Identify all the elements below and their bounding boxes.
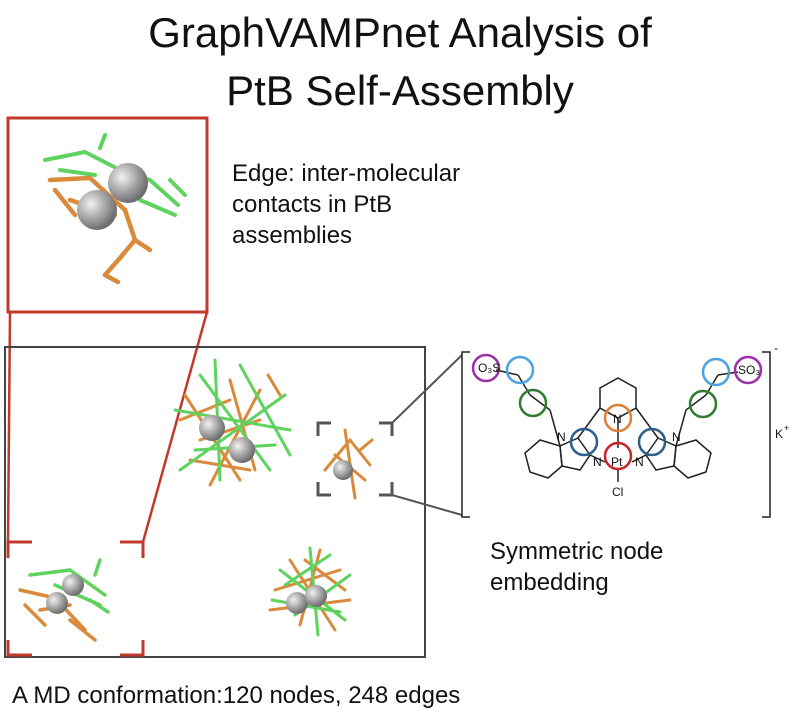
selection-brackets-gray	[318, 423, 392, 495]
aggregate-top-center	[175, 360, 290, 485]
charge-minus: -	[774, 341, 778, 355]
selection-brackets-red	[8, 542, 143, 655]
structure-connector-lines	[392, 355, 462, 515]
sulfonate-right-label: SO₃	[738, 363, 760, 377]
counterion-k: K	[775, 427, 783, 441]
aggregate-small-right	[325, 430, 372, 498]
aggregate-bottom-right	[270, 548, 350, 635]
counterion-charge: +	[784, 423, 789, 433]
atom-n-pyridine: N	[613, 412, 622, 426]
sulfonate-left-label: O₃S	[478, 361, 500, 375]
atom-n-right-inner: N	[635, 455, 644, 469]
atom-pt: Pt	[611, 455, 623, 469]
ptb-molecule-structure: O₃S SO₃ N N N N N Pt Cl K + -	[462, 341, 789, 517]
aggregate-bottom-left	[20, 560, 108, 640]
atom-cl: Cl	[612, 485, 623, 499]
diagram-canvas: O₃S SO₃ N N N N N Pt Cl K + -	[0, 0, 800, 680]
footer-caption: A MD conformation:120 nodes, 248 edges	[12, 680, 712, 711]
atom-n-left-inner: N	[593, 455, 602, 469]
atom-n-left-outer: N	[557, 430, 566, 444]
atom-n-right-outer: N	[672, 430, 681, 444]
